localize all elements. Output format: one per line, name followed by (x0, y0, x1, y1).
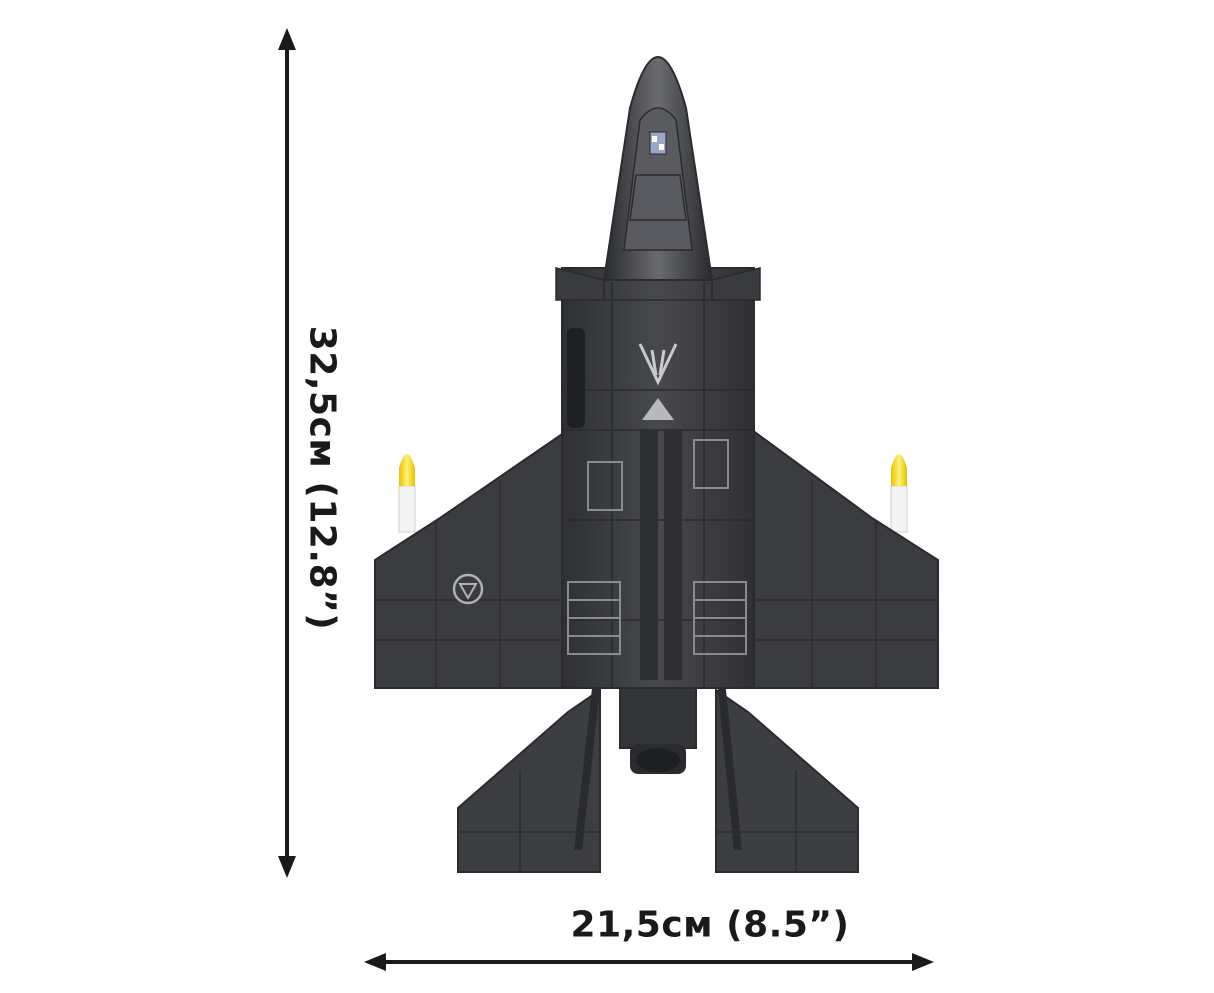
width-dimension-arrow (364, 953, 934, 971)
missile-right (890, 454, 908, 533)
roundel-marking (452, 573, 484, 605)
width-dimension-label: 21,5см (8.5”) (570, 904, 850, 946)
missile-left (398, 454, 416, 533)
tail-left (457, 688, 601, 873)
wing-right (751, 428, 939, 689)
panel-markings (567, 439, 747, 655)
height-dimension-arrow (278, 28, 296, 878)
height-dimension-label: 32,5см (12.8”) (301, 325, 343, 631)
engine-nozzle (630, 744, 686, 774)
aircraft-model (374, 56, 939, 873)
cockpit-canopy (623, 107, 693, 251)
tail-right (715, 688, 859, 873)
